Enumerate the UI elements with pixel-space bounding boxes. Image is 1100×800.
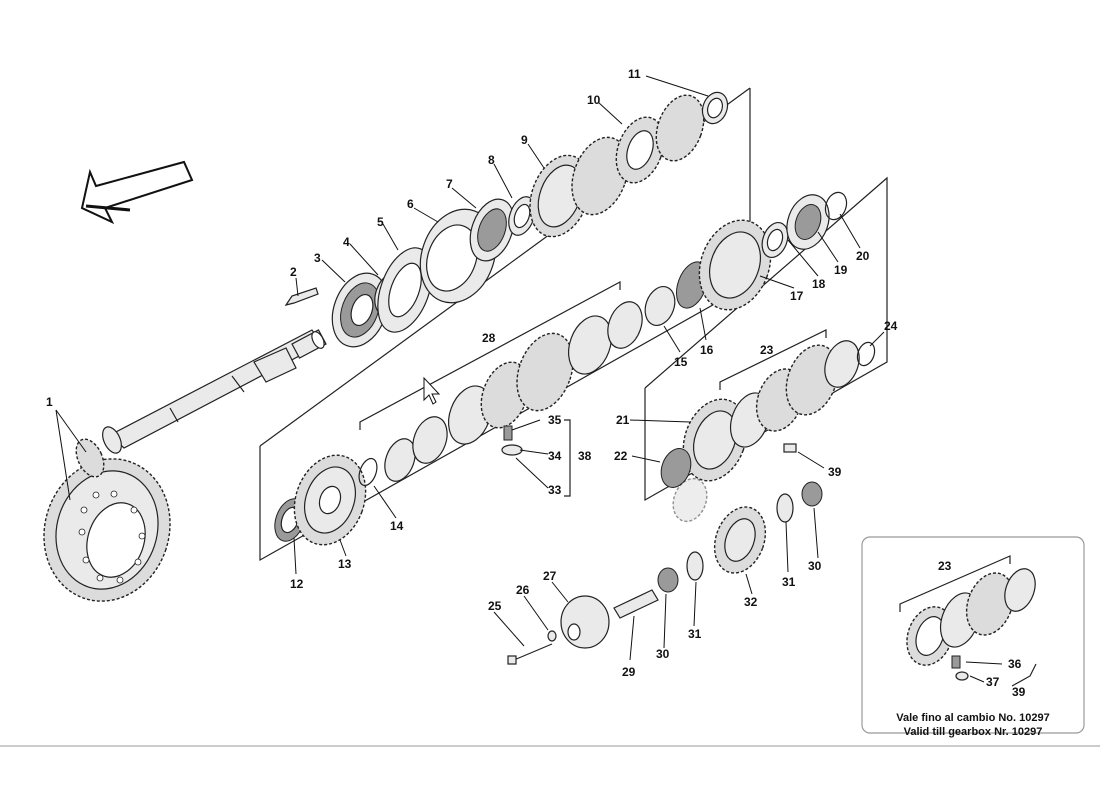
inset-callout-39: 39: [1012, 685, 1026, 699]
callout-33: 33: [548, 483, 562, 497]
callout-5: 5: [377, 215, 384, 229]
gear-32: [713, 506, 767, 574]
bearing-19: [786, 194, 830, 250]
ring-18: [761, 221, 789, 259]
callout-16: 16: [700, 343, 714, 357]
group-brackets: [359, 280, 827, 497]
callout-29: 29: [622, 665, 636, 679]
callout-22: 22: [614, 449, 628, 463]
shaft-29: [613, 589, 659, 619]
inset-callout-37: 37: [986, 675, 1000, 689]
washer-31: [686, 493, 794, 581]
spring-35-ball-34-pin-33: [501, 425, 523, 456]
washer-26: [547, 630, 557, 642]
callout-31b: 31: [782, 575, 796, 589]
circlip-24: [856, 341, 876, 367]
callout-21: 21: [616, 413, 630, 427]
mouse-cursor-icon: [423, 376, 441, 405]
idler-gear-ghost: [672, 477, 708, 523]
callout-31a: 31: [688, 627, 702, 641]
callout-labels: 1 2 3 4 5 6 7 8 9 10 11 12 13 14 15 16 1…: [46, 67, 898, 679]
direction-arrow-icon: [80, 160, 194, 225]
plate-5: [377, 247, 433, 333]
callout-3: 3: [314, 251, 321, 265]
circlip-14: [358, 457, 378, 487]
inset-panel: 23 36 37 39 Vale fino al cambio No. 1029…: [861, 536, 1085, 738]
ring-8: [508, 196, 536, 236]
washer-11: [701, 91, 729, 125]
gear-17: [698, 219, 772, 311]
callout-30b: 30: [808, 559, 822, 573]
inset-note-english: Valid till gearbox Nr. 10297: [904, 726, 1043, 738]
callout-14: 14: [390, 519, 404, 533]
inset-callout-36: 36: [1008, 657, 1022, 671]
gear-10: [615, 94, 705, 184]
callout-8: 8: [488, 153, 495, 167]
callout-28: 28: [482, 331, 496, 345]
bearing-7: [469, 198, 515, 262]
callout-4: 4: [343, 235, 350, 249]
callout-12: 12: [290, 577, 304, 591]
callout-39: 39: [828, 465, 842, 479]
callout-10: 10: [587, 93, 601, 107]
callout-27: 27: [543, 569, 557, 583]
inset-callout-23: 23: [938, 559, 952, 573]
key-39: [783, 443, 797, 453]
callout-38: 38: [578, 449, 592, 463]
bush-30: [657, 481, 823, 593]
callout-13: 13: [338, 557, 352, 571]
callout-34: 34: [548, 449, 562, 463]
callout-19: 19: [834, 263, 848, 277]
callout-25: 25: [488, 599, 502, 613]
inset-note-italian: Vale fino al cambio No. 10297: [896, 712, 1049, 724]
callout-7: 7: [446, 177, 453, 191]
callout-30a: 30: [656, 647, 670, 661]
bolt-25: [507, 643, 553, 665]
callout-24: 24: [884, 319, 898, 333]
callout-6: 6: [407, 197, 414, 211]
callout-20: 20: [856, 249, 870, 263]
needle-bearing-22: [660, 448, 692, 488]
gear-13: [293, 454, 367, 546]
circlip-20: [824, 191, 848, 221]
pump-27: [560, 595, 610, 649]
callout-1: 1: [46, 395, 53, 409]
main-shaft-assembly: [108, 329, 327, 449]
bolt-2: [284, 287, 319, 306]
callout-32: 32: [744, 595, 758, 609]
synchro-group-23: [729, 340, 860, 448]
synchro-group-28: [384, 286, 676, 482]
leader-lines: [55, 75, 885, 661]
callout-18: 18: [812, 277, 826, 291]
callout-26: 26: [516, 583, 530, 597]
callout-15: 15: [674, 355, 688, 369]
callout-9: 9: [521, 133, 528, 147]
crown-wheel-gear: [43, 458, 171, 602]
callout-35: 35: [548, 413, 562, 427]
callout-11: 11: [628, 67, 641, 81]
callout-23: 23: [760, 343, 774, 357]
callout-17: 17: [790, 289, 804, 303]
gear-9: [529, 136, 629, 238]
callout-2: 2: [290, 265, 297, 279]
